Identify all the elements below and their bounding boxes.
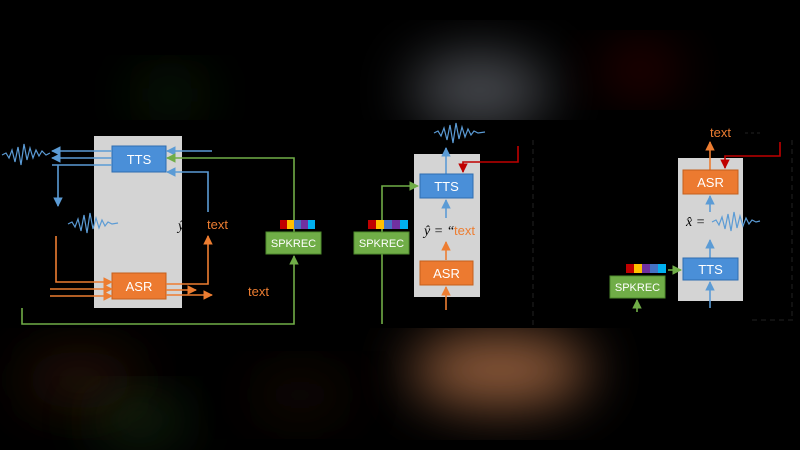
tts-block bbox=[419, 173, 474, 199]
asr-block bbox=[419, 260, 474, 286]
waveform-icon bbox=[1, 143, 51, 166]
text-label: text bbox=[248, 284, 269, 299]
speaker-embedding-icon bbox=[280, 220, 315, 229]
x-hat-equals-label: x̂ = bbox=[685, 215, 705, 230]
y-hat-label: ŷ bbox=[176, 219, 185, 234]
speaker-embedding-icon bbox=[368, 220, 408, 229]
waveform-icon bbox=[67, 212, 119, 234]
tts-block bbox=[111, 145, 167, 173]
asr-label: ASR bbox=[126, 279, 153, 294]
waveform-icon bbox=[711, 211, 761, 232]
spkrec-label: SPKREC bbox=[271, 238, 316, 250]
spkrec-label: SPKREC bbox=[615, 282, 660, 294]
asr-label: ASR bbox=[433, 266, 460, 281]
text-label: text bbox=[207, 217, 228, 232]
panel-asr-to-tts: TTS ŷ = “ text ASR SPKREC bbox=[353, 122, 534, 326]
asr-block bbox=[111, 272, 167, 300]
text-label: text bbox=[454, 223, 475, 238]
speaker-embedding-icon bbox=[626, 264, 666, 273]
asr-block bbox=[682, 169, 739, 195]
text-label: text bbox=[710, 125, 731, 140]
spkrec-block bbox=[609, 275, 666, 299]
tts-label: TTS bbox=[434, 179, 459, 194]
asr-label: ASR bbox=[697, 175, 724, 190]
y-hat-equals-label: ŷ = “ bbox=[422, 224, 455, 239]
panel-tts-to-asr: text ASR x̂ = TTS SPKREC bbox=[609, 125, 795, 321]
tts-label: TTS bbox=[698, 262, 723, 277]
spkrec-block bbox=[265, 231, 322, 255]
waveform-icon bbox=[433, 122, 486, 144]
spkrec-block bbox=[353, 231, 410, 255]
spkrec-label: SPKREC bbox=[359, 238, 404, 250]
tts-label: TTS bbox=[127, 152, 152, 167]
tts-block bbox=[682, 257, 739, 281]
panel-speech-chain-overview: TTS ASR ŷ text text bbox=[1, 136, 322, 325]
